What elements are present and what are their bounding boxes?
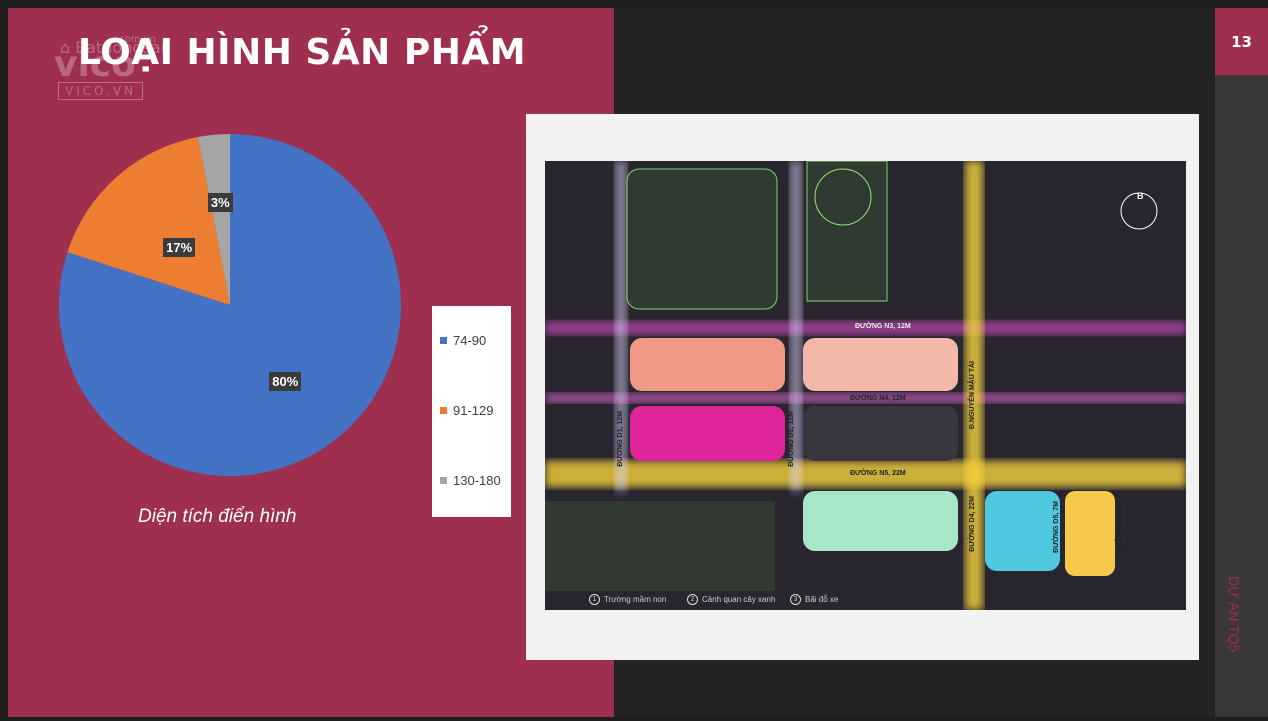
data-label: 17%: [163, 237, 196, 257]
road-label-d6: ĐƯỜNG D6, 7M: [1116, 501, 1123, 553]
legend-label: 74-90: [453, 333, 487, 348]
road-label-d4: ĐƯỜNG D4, 22M: [969, 496, 976, 552]
pie-slice-130-180: [197, 134, 230, 305]
chart-legend: 74-90 91-129 130-180: [432, 306, 511, 517]
legend-item: 74-90: [440, 333, 486, 348]
data-label: 80%: [269, 371, 302, 391]
road-label-nguyen-mau-tai: Đ.NGUYỄN MẬU TÀI: [969, 361, 976, 430]
page-title: LOẠI HÌNH SẢN PHẨM: [78, 32, 527, 73]
legend-item: 91-129: [440, 403, 493, 418]
page-number: 13: [1215, 8, 1268, 75]
chart-caption: Diện tích điển hình: [138, 506, 297, 527]
legend-item: 130-180: [440, 473, 501, 488]
road-label-d2: ĐƯỜNG D2, 12M: [788, 411, 795, 467]
legend-label: 91-129: [453, 403, 494, 418]
side-strip: [1215, 8, 1268, 717]
legend-swatch: [440, 407, 447, 414]
legend-label: 130-180: [453, 473, 501, 488]
legend-swatch: [440, 477, 447, 484]
road-label-n5: ĐƯỜNG N5, 22M: [850, 470, 906, 477]
road-label-d5: ĐƯỜNG D5, 7M: [1053, 501, 1060, 553]
road-label-d1: ĐƯỜNG D1, 12M: [617, 411, 624, 467]
project-label: DỰ ÁN TQ5: [1226, 576, 1242, 653]
pie-slice-91-129: [67, 137, 230, 305]
pie-chart: [59, 134, 402, 476]
legend-swatch: [440, 337, 447, 344]
map-drawing: [545, 161, 1186, 610]
compass-icon: B: [1137, 191, 1144, 201]
data-label: 3%: [207, 193, 233, 213]
site-plan-map: ĐƯỜNG N3, 12M ĐƯỜNG N4, 12M ĐƯỜNG N5, 22…: [545, 161, 1186, 610]
road-label-n4: ĐƯỜNG N4, 12M: [850, 395, 906, 402]
road-label-n3: ĐƯỜNG N3, 12M: [855, 323, 911, 330]
